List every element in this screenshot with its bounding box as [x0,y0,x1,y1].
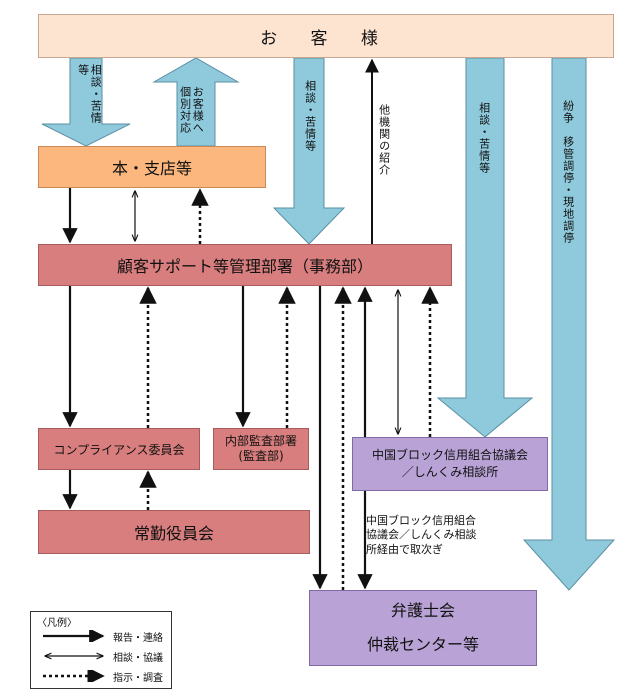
legend: 〈凡例〉 報告・連絡 相談・協議 指示・調査 [30,611,172,689]
label-other-org: 他機関の紹介 [377,104,391,176]
label-dispute: 紛争 移管調停・現地調停 [561,100,575,244]
label-consult-mid: 相談・苦情等 [303,80,317,152]
dept-label: 顧客サポート等管理部署（事務部） [116,257,373,276]
bengo-box: 弁護士会 仲裁センター等 [309,590,537,666]
legend-label-instruct: 指示・調査 [113,673,163,684]
jokin-label: 常勤役員会 [133,524,214,543]
block-arrow-dispute-to-bengo [522,57,616,591]
block-arrow-individual-response [152,57,240,147]
label-consult-up: 相談・苦情等 [76,64,103,124]
compliance-box: コンプライアンス委員会 [38,428,200,470]
compliance-label: コンプライアンス委員会 [53,442,185,457]
legend-label-report: 報告・連絡 [113,633,163,644]
block-arrow-consult-to-branch [41,57,131,147]
dept-box: 顧客サポート等管理部署（事務部） [38,244,452,286]
branch-box: 本・支店等 [38,146,266,188]
customer-box: お 客 様 [38,14,614,58]
chugoku-box: 中国ブロック信用組合協議会 ／しんくみ相談所 [352,437,548,491]
customer-label: お 客 様 [260,28,392,49]
block-arrow-consult-to-dept [272,57,346,245]
legend-item-consult: 相談・協議 [31,648,171,664]
audit-label: 内部監査部署 [224,434,297,448]
branch-label: 本・支店等 [111,159,192,178]
audit-sublabel: (監査部) [238,449,284,463]
legend-label-consult: 相談・協議 [113,653,163,664]
relay-note: 中国ブロック信用組合 協議会／しんくみ相談 所経由で取次ぎ [366,514,477,556]
bengo-label: 弁護士会 [390,601,455,621]
chugoku-label: 中国ブロック信用組合協議会 [371,447,528,462]
legend-item-report: 報告・連絡 [31,628,171,644]
audit-box: 内部監査部署 (監査部) [213,428,309,470]
legend-item-instruct: 指示・調査 [31,668,171,684]
block-arrow-consult-to-chugoku [436,57,534,438]
label-consult-right: 相談・苦情等 [477,102,491,174]
legend-title: 〈凡例〉 [37,618,77,629]
bengo-sublabel: 仲裁センター等 [366,635,479,654]
jokin-box: 常勤役員会 [38,510,310,554]
label-individual-response: お客様へ個別対応 [178,86,205,134]
chugoku-sublabel: ／しんくみ相談所 [401,465,499,479]
